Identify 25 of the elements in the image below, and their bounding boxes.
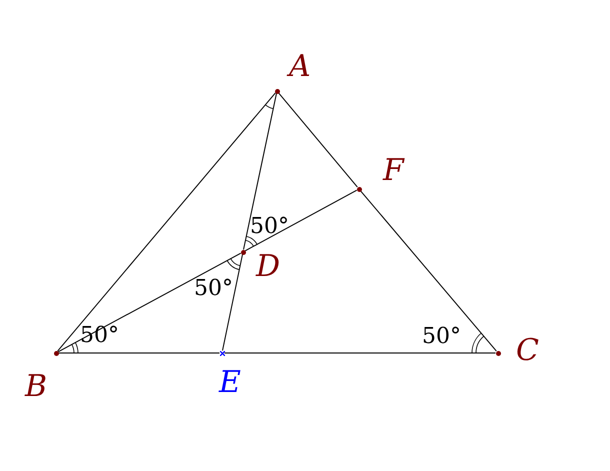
point-label: D	[256, 252, 280, 282]
line-segment	[360, 190, 497, 352]
line-segment	[58, 352, 220, 354]
angle-label: 50°	[250, 216, 289, 238]
point-label: F	[383, 156, 404, 186]
point-dot	[496, 350, 500, 356]
angle-label: 50°	[194, 278, 233, 300]
line-segment	[222, 254, 243, 352]
line-segment	[244, 190, 358, 252]
point-dot	[274, 88, 280, 94]
point-dot	[240, 250, 246, 254]
line-segment	[243, 92, 277, 250]
line-segment	[58, 252, 242, 352]
point-dot	[54, 350, 58, 356]
line-segment	[57, 92, 276, 352]
point-label: E	[219, 368, 241, 398]
point-dot	[356, 186, 362, 192]
point-label: C	[516, 336, 539, 366]
point-label: A	[289, 52, 311, 82]
angle-label: 50°	[422, 326, 461, 348]
point-cross	[220, 350, 224, 356]
line-segment	[278, 92, 358, 188]
point-label: B	[25, 372, 48, 402]
angle-label: 50°	[80, 325, 119, 347]
line-segment	[224, 352, 496, 354]
